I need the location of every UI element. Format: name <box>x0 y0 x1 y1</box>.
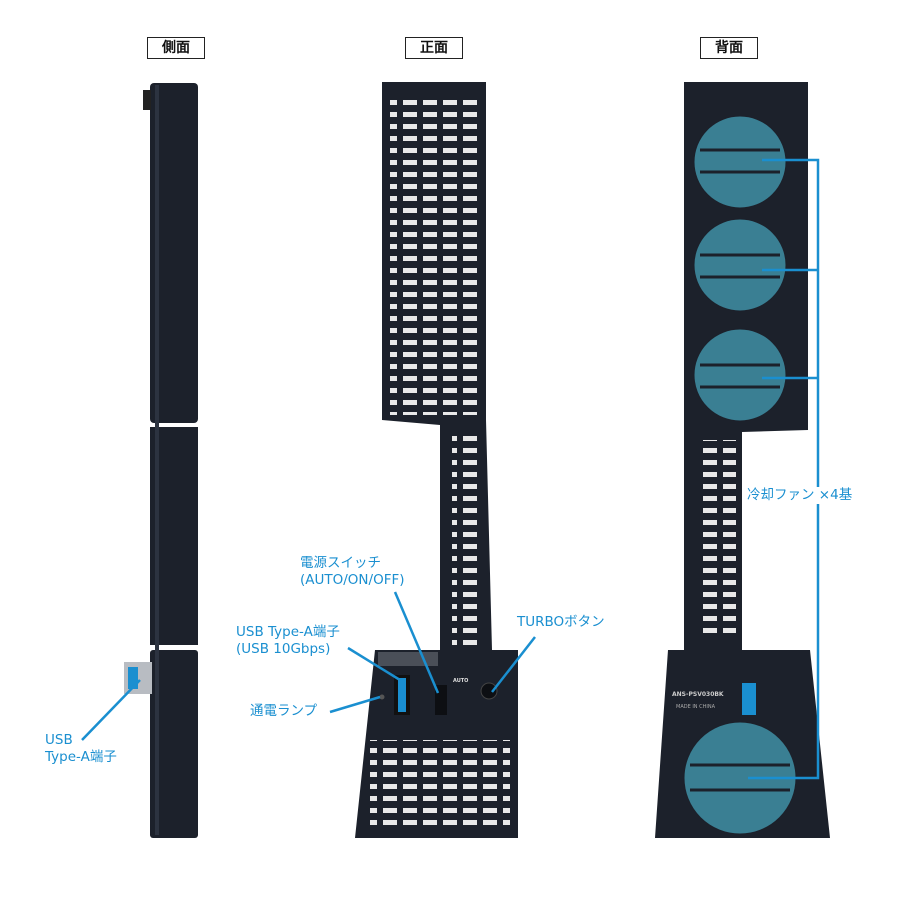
callout-text: USB <box>45 732 73 748</box>
device-origin-label: MADE IN CHINA <box>676 704 716 710</box>
side-view <box>124 83 198 838</box>
usb-port-icon <box>742 683 756 715</box>
view-title-back: 背面 <box>700 37 758 59</box>
front-view <box>355 82 518 838</box>
usb-port-icon <box>394 675 410 715</box>
callout-usb-front: USB Type-A端子 (USB 10Gbps) <box>236 624 340 658</box>
callout-lines <box>81 158 820 780</box>
callout-text: USB Type-A端子 <box>236 624 340 640</box>
view-title-side: 側面 <box>147 37 205 59</box>
callout-power-lamp: 通電ランプ <box>250 703 318 719</box>
callout-text: Type-A端子 <box>45 749 117 765</box>
callout-text: 電源スイッチ <box>300 555 381 571</box>
fan-icon <box>683 115 797 835</box>
device-auto-label: AUTO <box>453 678 468 684</box>
usb-plug-icon <box>124 662 152 694</box>
turbo-button-icon <box>480 682 498 700</box>
view-title-front: 正面 <box>405 37 463 59</box>
power-lamp-icon <box>379 694 385 700</box>
callout-text: (USB 10Gbps) <box>236 641 331 657</box>
device-model-label: ANS-PSV030BK <box>672 691 724 698</box>
callout-turbo: TURBOボタン <box>517 614 605 630</box>
callout-usb-side: USB Type-A端子 <box>45 732 117 766</box>
callout-power-switch: 電源スイッチ (AUTO/ON/OFF) <box>300 555 405 589</box>
callout-fans: 冷却ファン ×4基 <box>745 487 855 504</box>
callout-text: (AUTO/ON/OFF) <box>300 572 405 588</box>
back-view <box>655 82 830 838</box>
